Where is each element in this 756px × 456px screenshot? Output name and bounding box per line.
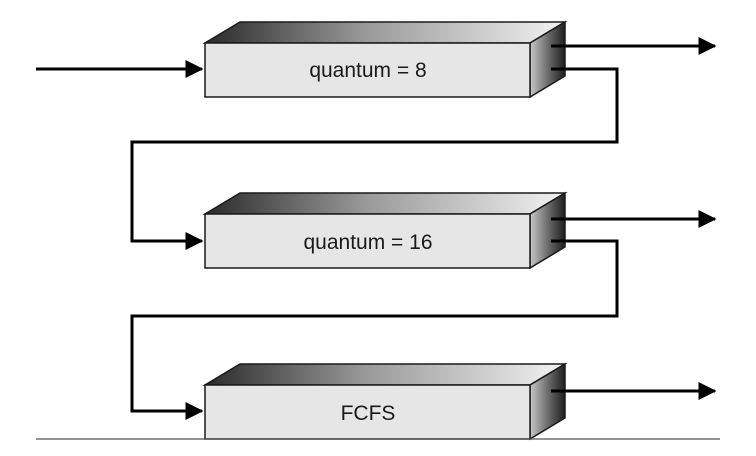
queue-3-label: FCFS: [341, 402, 396, 425]
queue-3-front-face: [204, 384, 531, 440]
queue-1-label: quantum = 8: [309, 59, 426, 82]
queue-1-demote-arrow: [130, 67, 619, 250]
queue-box-2: quantum = 16: [202, 191, 568, 270]
queue-box-1: quantum = 8: [202, 20, 568, 99]
queue-box-3: FCFS: [202, 362, 568, 441]
queue-2-top-face: [202, 192, 568, 215]
queue-1-top-face: [202, 21, 568, 44]
queue-1-front-face: [204, 42, 531, 98]
queue-3-top-face: [202, 363, 568, 386]
queue-2-label: quantum = 16: [303, 231, 432, 254]
queue-2-front-face: [204, 213, 531, 269]
queue-2-demote-arrow: [130, 239, 619, 420]
